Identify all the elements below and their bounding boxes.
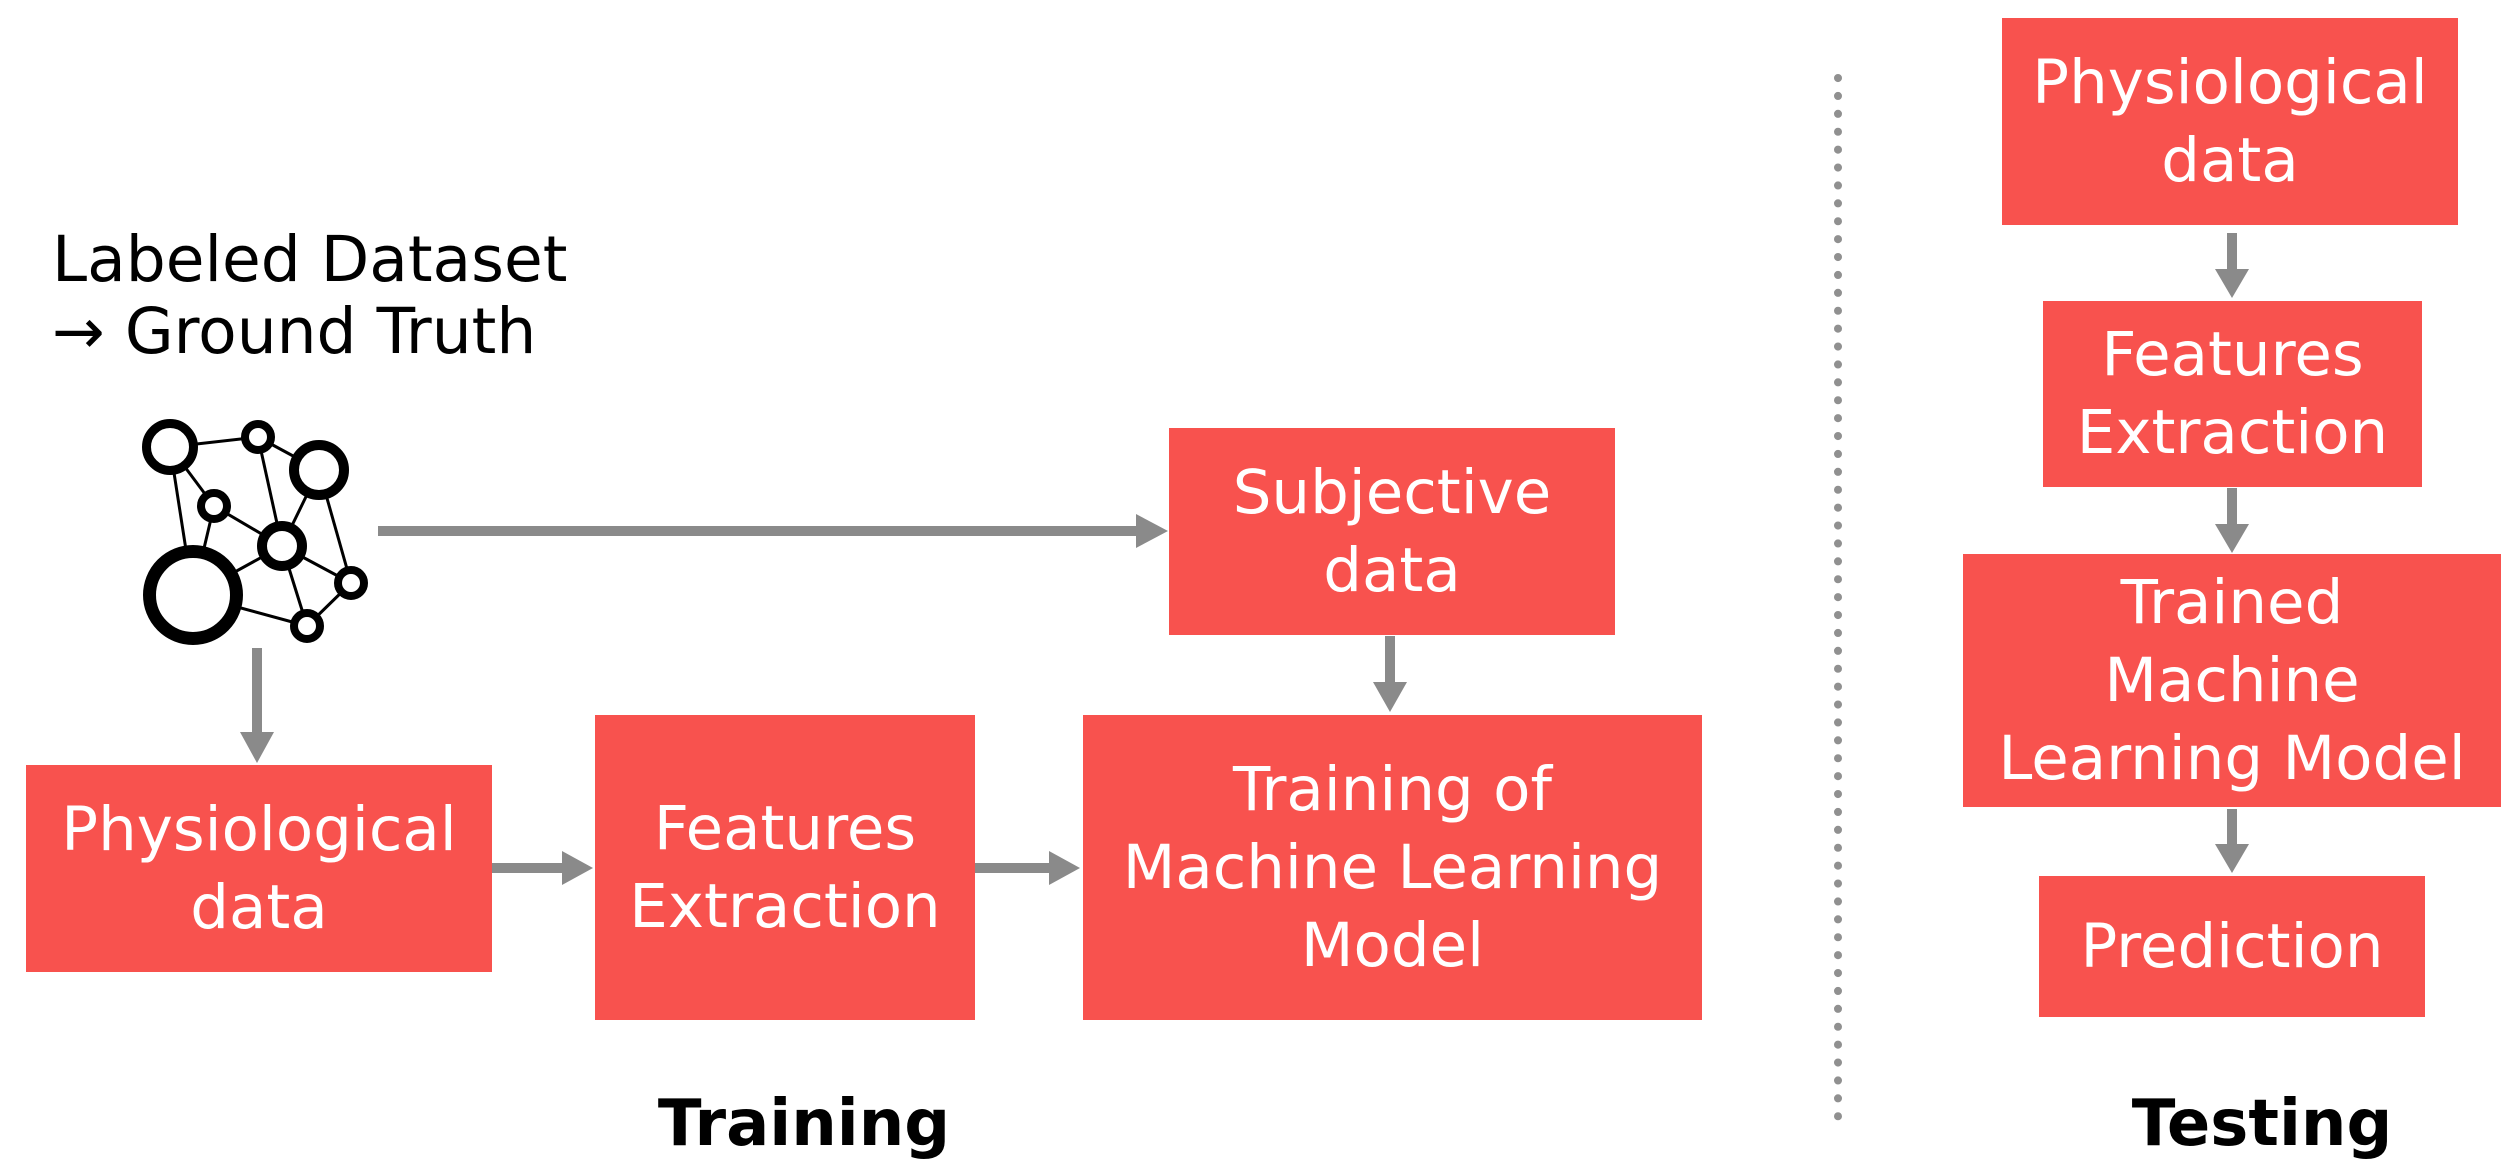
box-features-extraction-testing: Features Extraction <box>2043 301 2422 487</box>
box-physiological-data-training: Physiological data <box>26 765 492 972</box>
network-node <box>241 420 275 454</box>
arrow-dataset-to-subjective <box>378 514 1168 548</box>
network-nodes <box>142 419 368 645</box>
arrow-physiological-to-features-testing <box>2215 233 2249 298</box>
network-node <box>142 419 198 475</box>
arrow-subjective-to-training <box>1373 636 1407 712</box>
arrow-head <box>2215 844 2249 873</box>
network-node <box>143 545 243 645</box>
arrow-head <box>240 732 274 763</box>
arrow-features-to-trained-model <box>2215 488 2249 553</box>
arrow-trained-model-to-prediction <box>2215 809 2249 873</box>
box-trained-machine-learning-model: Trained Machine Learning Model <box>1963 554 2501 807</box>
arrow-head <box>2215 524 2249 553</box>
network-node <box>290 609 324 643</box>
arrow-features-to-training <box>975 851 1080 885</box>
arrow-head <box>2215 269 2249 298</box>
arrow-head <box>1049 851 1080 885</box>
box-prediction: Prediction <box>2039 876 2425 1017</box>
box-subjective-data: Subjective data <box>1169 428 1615 635</box>
network-node <box>289 440 349 500</box>
arrow-head <box>1373 682 1407 712</box>
arrow-head <box>1136 514 1168 548</box>
arrow-head <box>562 851 593 885</box>
testing-section-label: Testing <box>2131 1087 2393 1161</box>
labeled-dataset-annotation: Labeled Dataset → Ground Truth <box>52 223 568 368</box>
box-features-extraction-training: Features Extraction <box>595 715 975 1020</box>
network-graph-icon <box>142 419 368 645</box>
arrow-physiological-to-features <box>492 851 593 885</box>
box-physiological-data-testing: Physiological data <box>2002 18 2458 225</box>
network-node <box>257 521 307 571</box>
network-node <box>334 566 368 600</box>
arrow-dataset-to-physiological <box>240 648 274 763</box>
network-node <box>197 489 231 523</box>
training-section-label: Training <box>657 1087 951 1161</box>
box-training-of-machine-learning-model: Training of Machine Learning Model <box>1083 715 1702 1020</box>
